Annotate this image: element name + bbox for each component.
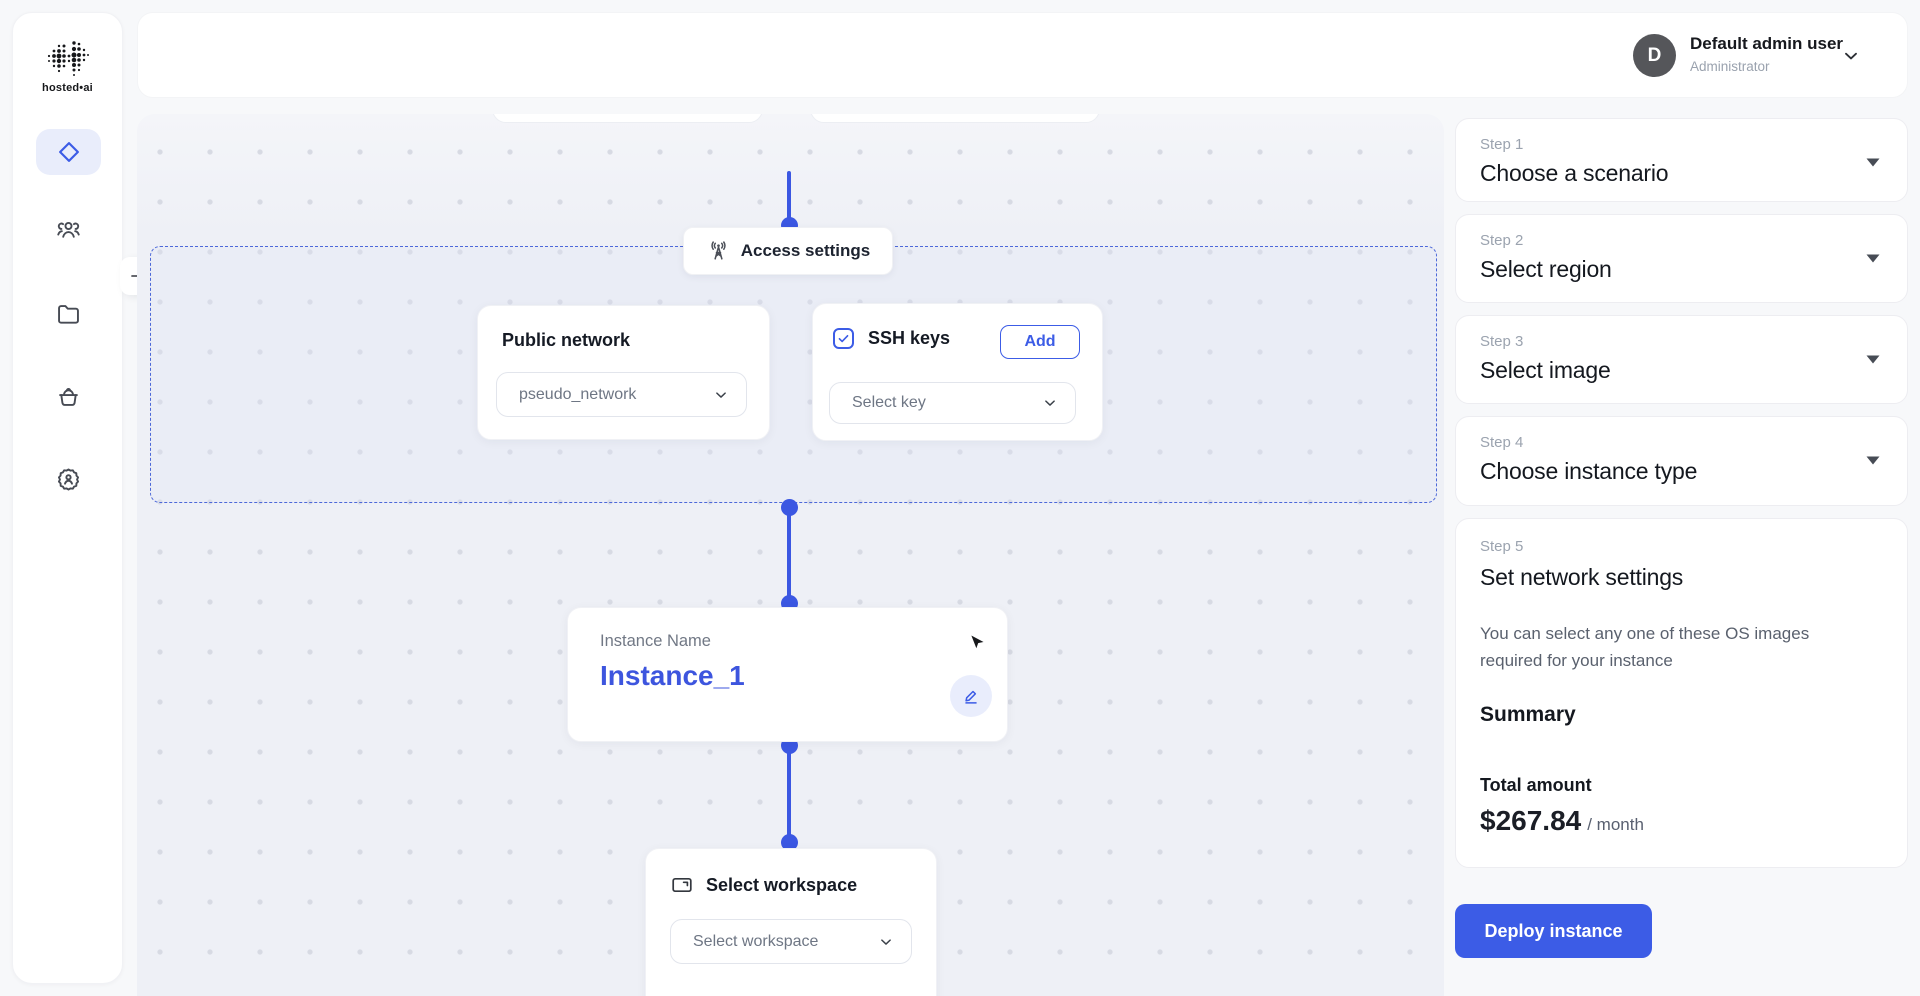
triangle-down-icon (1865, 157, 1881, 168)
ssh-keys-checkbox[interactable] (833, 328, 854, 349)
access-settings-label: Access settings (740, 241, 871, 260)
step-title: Select region (1480, 256, 1612, 282)
sidebar-item-projects[interactable] (13, 300, 124, 327)
chevron-down-icon (1041, 394, 1059, 412)
triangle-down-icon (1865, 455, 1881, 466)
summary-heading: Summary (1480, 703, 1576, 726)
workspace-icon (670, 873, 694, 897)
brand-logo-text: hosted•ai (42, 82, 93, 94)
step-card-5-active: Step 5 Set network settings You can sele… (1455, 518, 1908, 868)
ssh-keys-card: SSH keys Add Select key (812, 303, 1103, 441)
total-amount-row: $267.84 / month (1480, 805, 1644, 837)
dot-matrix-logo-icon (47, 41, 89, 76)
connector-dot (781, 834, 798, 851)
sidebar-item-storage[interactable] (13, 382, 124, 409)
sidebar-item-users[interactable] (13, 217, 124, 244)
step-title: Set network settings (1480, 564, 1684, 590)
step-number: Step 3 (1480, 333, 1524, 350)
chevron-down-icon (712, 386, 730, 404)
instance-name-label: Instance Name (600, 632, 711, 650)
user-name: Default admin user (1690, 34, 1844, 53)
user-role: Administrator (1690, 59, 1770, 74)
user-avatar[interactable]: D (1633, 34, 1676, 77)
chevron-down-icon (877, 933, 895, 951)
step-card-1[interactable]: Step 1 Choose a scenario (1455, 118, 1908, 202)
sidebar-item-admin-settings[interactable] (13, 466, 124, 493)
public-network-title: Public network (502, 330, 631, 350)
step-number: Step 5 (1480, 538, 1524, 555)
step-title: Choose instance type (1480, 458, 1698, 484)
connector-line (787, 745, 791, 842)
basket-icon (55, 382, 82, 409)
select-workspace-title: Select workspace (706, 874, 858, 895)
billing-period: / month (1587, 815, 1644, 834)
public-network-select[interactable]: pseudo_network (496, 372, 747, 417)
connector-line (787, 171, 791, 229)
step-card-3[interactable]: Step 3 Select image (1455, 315, 1908, 404)
top-header: D Default admin user Administrator (137, 12, 1908, 98)
step-card-4[interactable]: Step 4 Choose instance type (1455, 416, 1908, 506)
deployment-flow-canvas[interactable]: Access settings Public network pseudo_ne… (137, 114, 1444, 996)
user-gear-icon (55, 466, 82, 493)
diamond-icon (56, 139, 82, 165)
triangle-down-icon (1865, 253, 1881, 264)
cutoff-card-right (810, 114, 1100, 123)
antenna-icon (706, 239, 731, 264)
connector-line (787, 507, 791, 603)
total-amount-value: $267.84 (1480, 805, 1582, 836)
workspace-placeholder: Select workspace (693, 932, 819, 950)
sidebar: hosted•ai (12, 12, 123, 984)
folder-icon (55, 300, 82, 327)
step-number: Step 4 (1480, 434, 1524, 451)
triangle-down-icon (1865, 354, 1881, 365)
step-description: You can select any one of these OS image… (1480, 624, 1810, 670)
select-workspace-card: Select workspace Select workspace (645, 848, 937, 996)
deploy-instance-button[interactable]: Deploy instance (1455, 904, 1652, 958)
user-menu-chevron[interactable] (1840, 45, 1862, 67)
step-title: Choose a scenario (1480, 160, 1669, 186)
pencil-icon (961, 686, 981, 706)
cutoff-card-left (492, 114, 763, 123)
instance-name-card: Instance Name Instance_1 (567, 607, 1008, 742)
step-title: Select image (1480, 357, 1611, 383)
workspace-select[interactable]: Select workspace (670, 919, 912, 964)
check-icon (837, 332, 850, 345)
edit-instance-name-button[interactable] (950, 675, 992, 717)
ssh-keys-title: SSH keys (868, 328, 951, 348)
total-amount-label: Total amount (1480, 775, 1592, 795)
instance-name-value: Instance_1 (600, 660, 745, 691)
access-settings-node[interactable]: Access settings (683, 227, 893, 275)
public-network-selected-value: pseudo_network (519, 385, 637, 403)
step-card-2[interactable]: Step 2 Select region (1455, 214, 1908, 303)
add-ssh-key-button[interactable]: Add (1000, 325, 1080, 359)
sidebar-item-scenarios[interactable] (36, 129, 101, 175)
step-number: Step 2 (1480, 232, 1524, 249)
ssh-key-select[interactable]: Select key (829, 382, 1076, 424)
users-icon (55, 217, 82, 244)
ssh-key-placeholder: Select key (852, 394, 926, 411)
brand-logo: hosted•ai (13, 39, 122, 94)
step-number: Step 1 (1480, 136, 1524, 153)
access-settings-zone (150, 246, 1437, 503)
chevron-down-icon (1840, 45, 1862, 67)
public-network-card: Public network pseudo_network (477, 305, 770, 440)
